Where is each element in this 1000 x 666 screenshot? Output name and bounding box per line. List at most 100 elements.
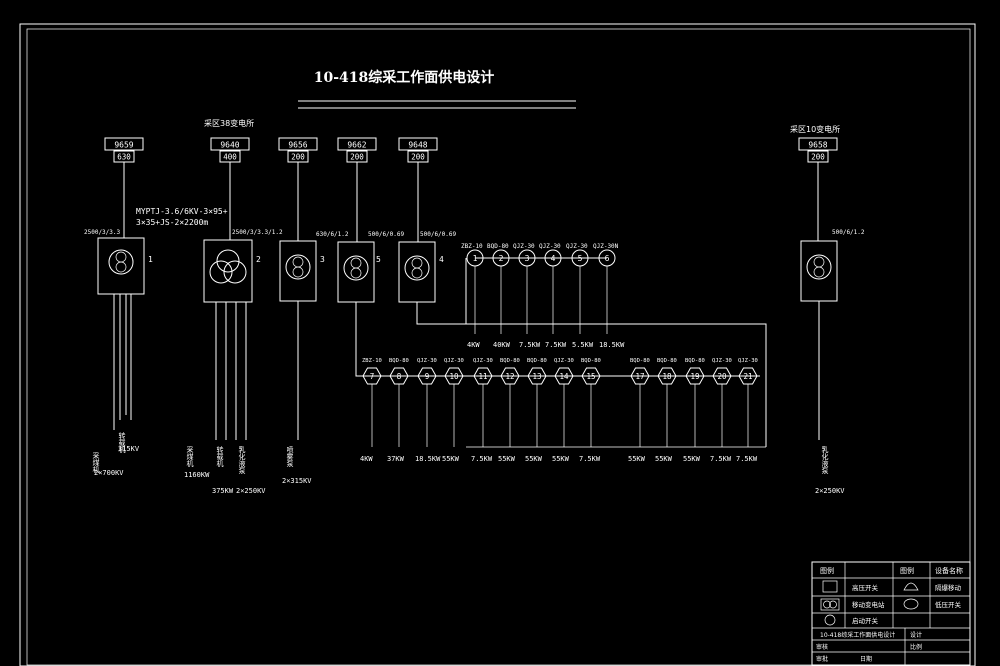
- transformer-layer: 12500/3/3.322500/3/3.3/1.23630/6/1.25500…: [84, 229, 865, 447]
- transformer-spec: 2500/3/3.3/1.2: [232, 229, 283, 236]
- starter-switch-icon: [824, 614, 836, 626]
- feeder-type: BQD-80: [581, 358, 601, 364]
- starter-switch: [389, 367, 409, 385]
- load-power: 2×250KV: [236, 487, 266, 495]
- switch-id: 9662: [347, 141, 366, 150]
- starter-switch: [527, 367, 547, 385]
- drawing-frame: [19, 23, 976, 666]
- starter-switch: [657, 367, 677, 385]
- feeder-type: QJZ-30: [738, 358, 758, 364]
- mobile-substation: [337, 241, 375, 303]
- transformer-spec: 630/6/1.2: [316, 231, 349, 238]
- main-cable-spec: 3×35+JS-2×2200m: [136, 218, 208, 227]
- switch-box: [104, 137, 144, 151]
- switch-rating: 200: [411, 153, 425, 162]
- feeder-type: BQD-80: [500, 358, 520, 364]
- feeder-power: 7.5KW: [545, 341, 567, 349]
- switch-box: [210, 137, 250, 151]
- feeder-number: 11: [478, 372, 487, 381]
- date-label: 日期: [860, 655, 872, 663]
- feeder-number: 7: [370, 372, 375, 381]
- sign-label: 设计: [910, 631, 922, 639]
- feeder-type: ZBZ-10: [461, 243, 483, 250]
- mobile-substation: [97, 237, 145, 295]
- transformer-number: 1: [148, 255, 153, 264]
- transformer-winding-icon: [115, 261, 127, 273]
- load-power: 2×250KV: [815, 487, 845, 495]
- feeder-power: 37KW: [387, 455, 405, 463]
- switch-rating: 630: [117, 153, 131, 162]
- explosion-proof-icon: [903, 582, 919, 591]
- transformer-winding-icon: [115, 251, 127, 263]
- feeder-type: QJZ-30N: [593, 243, 619, 250]
- feeder-number: 10: [449, 372, 459, 381]
- low-voltage-switch-icon: [903, 598, 919, 610]
- feeder-type: BQD-80: [527, 358, 547, 364]
- feeder-number: 13: [532, 372, 541, 381]
- legend-header: 图例: [900, 566, 914, 575]
- load-name: 乳化液泵: [821, 445, 829, 474]
- scale-label: 比例: [910, 643, 922, 651]
- load-name: 乳化液泵: [238, 445, 246, 474]
- feeder-number: 12: [505, 372, 514, 381]
- legend-frame: [811, 561, 971, 666]
- feeder-number: 6: [605, 254, 610, 263]
- transformer-winding-icon: [216, 249, 240, 273]
- starter-switch: [473, 367, 493, 385]
- feeder-type: BQD-80: [630, 358, 650, 364]
- switch-id: 9648: [408, 141, 427, 150]
- feeder-type: QJZ-30: [444, 358, 464, 364]
- feeder-power: 5.5KW: [572, 341, 594, 349]
- feeder-power: 55KW: [552, 455, 570, 463]
- legend-header: 图例: [820, 566, 834, 575]
- starter-switch: [500, 367, 520, 385]
- feeder-power: 7.5KW: [710, 455, 732, 463]
- bus-cable: [416, 302, 767, 447]
- transformer-winding-icon: [806, 254, 832, 280]
- feeder-type: BQD-80: [685, 358, 705, 364]
- feeder-power: 4KW: [360, 455, 373, 463]
- feeder-power: 55KW: [683, 455, 701, 463]
- legend-item: 移动变电站: [852, 600, 885, 609]
- feeder-type: QJZ-30: [513, 243, 535, 250]
- transformer-number: 3: [320, 255, 325, 264]
- project-name: 10-418综采工作面供电设计: [820, 631, 895, 639]
- transformer-winding-icon: [292, 256, 304, 268]
- feeder-power: 18.5KW: [415, 455, 441, 463]
- transformer-spec: 2500/3/3.3: [84, 229, 121, 236]
- feeder-type: QJZ-30: [417, 358, 437, 364]
- legend-item: 低压开关: [935, 600, 962, 609]
- starter-switch: [685, 367, 705, 385]
- feeder-number: 4: [551, 254, 556, 263]
- load-name: 转载机: [216, 445, 224, 468]
- legend-item: 启动开关: [852, 616, 879, 625]
- feeder-type: QJZ-30: [473, 358, 493, 364]
- feeder-number: 18: [662, 372, 672, 381]
- starter-switch: [712, 367, 732, 385]
- feeder-power: 40KW: [493, 341, 511, 349]
- switch-id: 9640: [220, 141, 239, 150]
- transformer-winding-icon: [411, 257, 423, 269]
- switch-id: 9656: [288, 141, 307, 150]
- transformer-number: 2: [256, 255, 261, 264]
- mobile-substation-icon: [820, 598, 840, 611]
- feeder-number: 17: [635, 372, 644, 381]
- bus-cable: [355, 302, 367, 377]
- starter-switch: [417, 367, 437, 385]
- transformer-winding-icon: [411, 267, 423, 279]
- high-voltage-switch-icon: [822, 580, 838, 593]
- substation-label-left: 采区38变电所: [204, 118, 254, 128]
- transformer-winding-icon: [108, 249, 134, 275]
- switch-layer: 9659630964040096562009662200964820096582…: [104, 137, 838, 242]
- transformer-winding-icon: [209, 260, 233, 284]
- feeder-power: 7.5KW: [736, 455, 758, 463]
- transformer-number: 5: [376, 255, 381, 264]
- left-loads: 采煤机 2×700KV 转载机 315KV 采煤机 1160KW 转载机 375…: [92, 431, 312, 495]
- transformer-winding-icon: [813, 266, 825, 278]
- switch-rating: 400: [223, 153, 237, 162]
- transformer-winding-icon: [343, 255, 369, 281]
- mobile-substation: [800, 240, 838, 302]
- feeder-power: 55KW: [498, 455, 516, 463]
- transformer-winding-icon: [813, 256, 825, 268]
